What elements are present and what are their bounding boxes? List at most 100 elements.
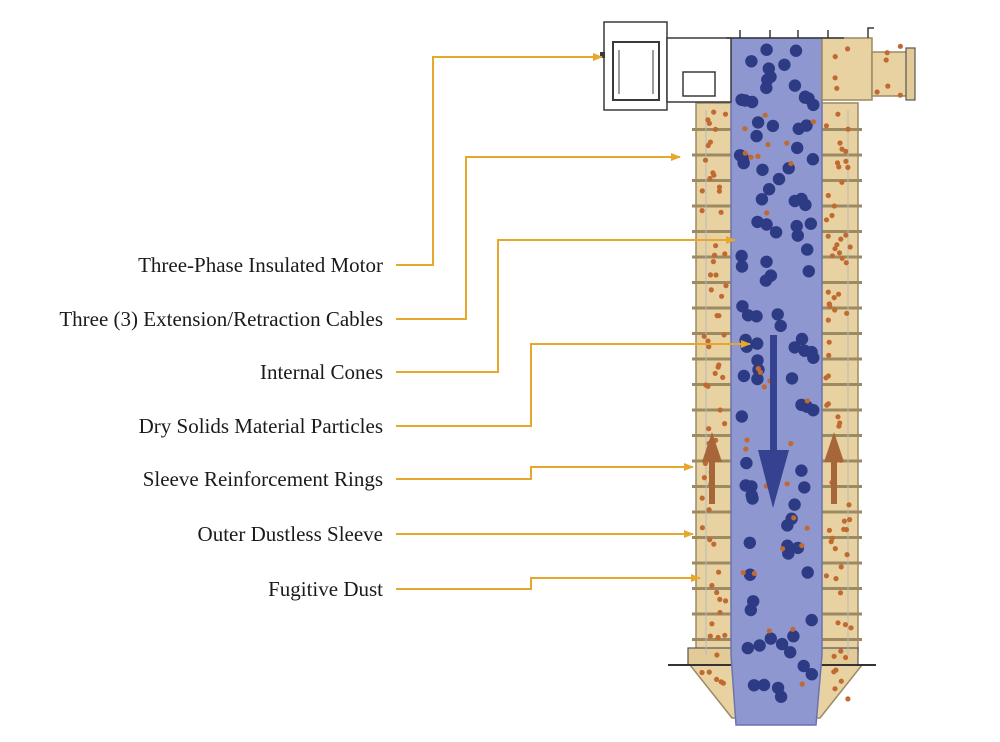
dust-speck	[702, 460, 709, 466]
material-particle	[805, 613, 818, 627]
material-particle	[787, 630, 800, 643]
dust-speck	[843, 148, 849, 154]
material-particle	[746, 492, 759, 505]
material-particle	[753, 639, 766, 652]
material-particle	[807, 351, 820, 364]
dust-speck	[825, 401, 832, 407]
dust-speck	[823, 573, 830, 579]
dust-speck	[844, 310, 850, 316]
dust-speck	[835, 414, 841, 420]
material-particle	[791, 141, 804, 155]
dust-speck	[742, 150, 748, 156]
dust-speck	[720, 374, 726, 380]
label-sleeve-reinforcement-rings: Sleeve Reinforcement Rings	[142, 467, 383, 491]
dust-speck	[751, 570, 758, 577]
dust-speck	[707, 537, 713, 543]
dust-speck	[832, 546, 838, 552]
material-particle	[745, 480, 758, 493]
dust-speck	[705, 142, 711, 149]
material-particle	[751, 116, 765, 129]
material-particle	[766, 119, 780, 133]
dust-speck	[843, 158, 849, 164]
dust-speck	[788, 441, 794, 447]
dust-speck	[836, 291, 842, 297]
dust-speck	[713, 272, 719, 278]
dust-speck	[790, 626, 796, 632]
leader-particles	[396, 340, 751, 427]
material-particle	[804, 217, 817, 230]
dust-speck	[714, 589, 720, 596]
dust-speck	[826, 301, 833, 307]
dust-speck	[826, 352, 832, 358]
material-particle	[757, 678, 771, 692]
material-particle	[751, 354, 764, 367]
label-dry-solids-material-particles: Dry Solids Material Particles	[138, 414, 383, 438]
dust-speck	[823, 217, 830, 223]
dust-speck	[705, 117, 711, 123]
dust-speck	[714, 676, 720, 683]
air-displacement-arrow-left	[702, 432, 722, 504]
dust-speck	[716, 188, 723, 194]
label-internal-cones: Internal Cones	[259, 360, 383, 384]
dust-speck	[706, 426, 712, 432]
dust-speck	[834, 160, 841, 166]
dust-speck	[762, 112, 768, 118]
dust-speck	[720, 680, 727, 686]
dust-speck	[831, 669, 837, 675]
dust-speck	[711, 252, 718, 258]
dry-solids-material-particles	[733, 43, 820, 703]
dust-speck	[707, 633, 713, 639]
dust-speck	[712, 370, 718, 376]
material-particle	[764, 632, 777, 645]
dust-speck	[722, 251, 728, 257]
leader-rings	[396, 463, 694, 480]
dust-speck	[836, 164, 842, 170]
material-particle	[735, 249, 748, 263]
dust-speck	[699, 669, 705, 676]
dust-speck	[765, 142, 771, 148]
material-particle	[788, 79, 802, 92]
dust-speck	[740, 570, 746, 576]
dust-speck	[715, 634, 721, 641]
material-particle	[800, 119, 813, 132]
dust-speck	[837, 140, 843, 146]
dust-speck	[804, 525, 810, 531]
dust-speck	[874, 89, 880, 95]
leader-cones	[396, 236, 736, 373]
dust-speck	[761, 384, 767, 390]
dust-speck	[883, 57, 889, 63]
dust-speck	[834, 242, 840, 248]
material-particle	[750, 310, 763, 323]
label-fugitive-dust: Fugitive Dust	[268, 577, 383, 601]
material-particle	[760, 255, 773, 268]
dust-speck	[831, 295, 837, 301]
dust-speck	[804, 398, 810, 404]
material-particle	[799, 90, 812, 103]
dust-speck	[744, 437, 750, 443]
dust-speck	[708, 287, 714, 293]
dust-speck	[831, 203, 837, 209]
material-particle	[784, 646, 797, 659]
dust-speck	[832, 75, 838, 81]
dust-speck	[701, 475, 708, 481]
dust-speck	[764, 210, 770, 216]
dust-speck	[835, 620, 841, 626]
material-particle	[751, 372, 764, 386]
dust-speck	[743, 446, 749, 452]
dust-speck	[832, 54, 838, 60]
dust-speck	[707, 272, 714, 278]
dust-speck	[841, 518, 848, 524]
dust-speck	[716, 313, 722, 319]
dust-speck	[705, 338, 711, 344]
label-three-phase-insulated-motor: Three-Phase Insulated Motor	[138, 253, 383, 277]
material-particle	[807, 98, 820, 112]
material-particle	[735, 260, 749, 273]
material-flow-arrow	[758, 335, 789, 508]
dust-speck	[702, 157, 709, 163]
material-particle	[745, 95, 759, 109]
material-particle	[771, 681, 785, 695]
dust-speck	[838, 648, 844, 654]
dust-speck	[829, 535, 835, 541]
dust-speck	[723, 598, 729, 604]
